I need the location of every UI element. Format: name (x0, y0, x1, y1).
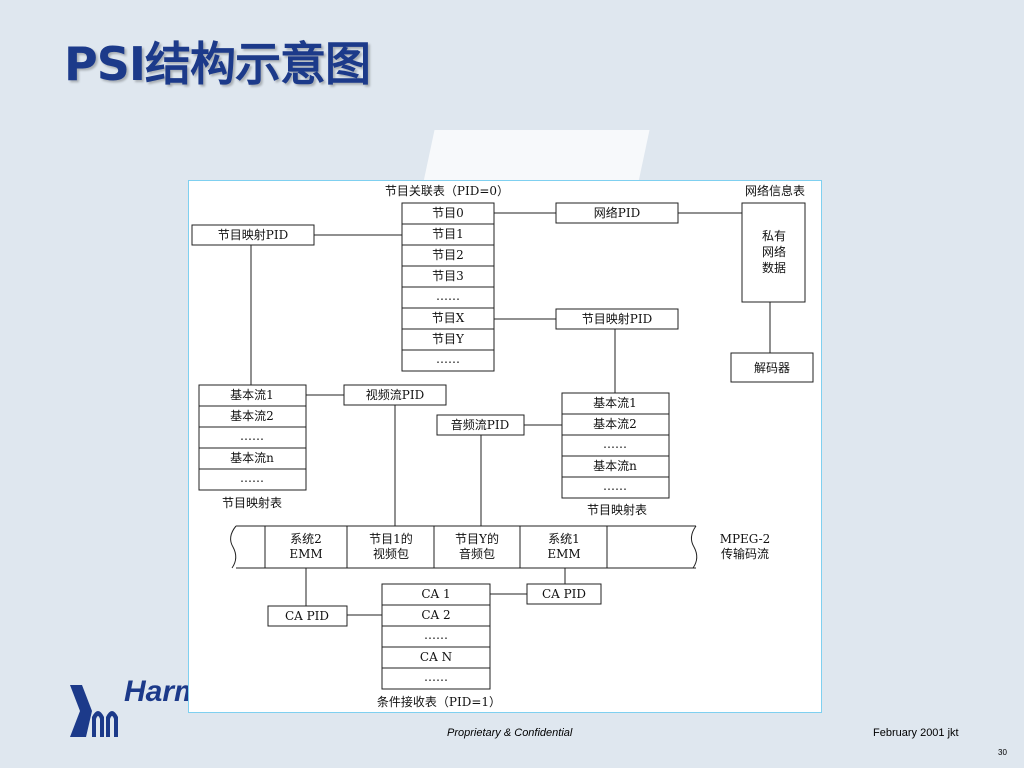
footer-confidential: Proprietary & Confidential (447, 727, 573, 739)
psi-diagram: 节目关联表（PID=0） 网络信息表 节目0 节目1 节目2 节目3 …… 节目… (188, 180, 822, 713)
ts-cell-line1: 系统2 (290, 532, 322, 546)
pat-row: 节目X (432, 311, 465, 325)
ts-cell-line2: EMM (547, 547, 580, 561)
pmt-right-table (561, 392, 670, 499)
nit-caption: 网络信息表 (745, 183, 805, 198)
ca-pid-left-box (267, 605, 348, 627)
pmt-right-row: 基本流2 (593, 417, 637, 431)
cat-row: …… (424, 670, 448, 684)
ts-cell-line2: 视频包 (373, 546, 409, 561)
ts-cell-line1: 节目1的 (369, 531, 413, 546)
network-pid-label: 网络PID (594, 205, 640, 220)
decoder-box (730, 352, 814, 383)
logo-wordmark: Harman (124, 675, 188, 708)
pmt-left-row: 基本流1 (230, 388, 274, 402)
pmt-pid-left-box (191, 224, 315, 246)
pat-row: 节目2 (432, 248, 464, 262)
page-number: 30 (998, 748, 1007, 757)
network-pid-box (555, 202, 679, 224)
ts-caption-line: MPEG-2 (720, 532, 771, 546)
cat-table (381, 583, 491, 690)
ts-caption-line: 传输码流 (721, 546, 769, 561)
pmt-pid-left-label: 节目映射PID (218, 227, 288, 242)
cat-caption: 条件接收表（PID=1） (377, 694, 501, 709)
pat-row: …… (436, 289, 460, 303)
pmt-right-row: 基本流n (593, 459, 637, 473)
ts-cell-line1: 系统1 (548, 532, 580, 546)
pmt-right-row: …… (603, 479, 627, 493)
pat-row: …… (436, 352, 460, 366)
pmt-left-row: …… (240, 471, 264, 485)
pmt-left-row: 基本流2 (230, 409, 274, 423)
ts-right-cut (690, 525, 698, 569)
pmt-right-caption: 节目映射表 (587, 502, 647, 517)
harman-logo-icon (70, 685, 118, 737)
slide-title: PSI结构示意图 (64, 37, 371, 91)
audio-pid-box (436, 414, 525, 436)
ca-pid-right-label: CA PID (542, 587, 586, 601)
ca-pid-right-box (526, 583, 602, 605)
transport-stream-band (236, 525, 696, 569)
cat-row: CA N (420, 650, 452, 664)
ts-cell-line1: 节目Y的 (455, 531, 499, 546)
pat-row: 节目Y (432, 332, 465, 346)
pmt-right-row: …… (603, 437, 627, 451)
private-data-line: 私有 (762, 229, 786, 243)
cat-row: CA 2 (421, 608, 450, 622)
pmt-pid-right-box (555, 308, 679, 330)
pmt-pid-right-label: 节目映射PID (582, 311, 652, 326)
pat-caption: 节目关联表（PID=0） (385, 184, 509, 198)
pmt-left-caption: 节目映射表 (222, 495, 282, 510)
audio-pid-label: 音频流PID (451, 417, 509, 432)
cat-row: CA 1 (421, 587, 450, 601)
video-pid-label: 视频流PID (366, 387, 424, 402)
pat-row: 节目1 (432, 227, 464, 241)
decoder-label: 解码器 (754, 361, 790, 375)
footer-date: February 2001 jkt (873, 727, 959, 739)
cat-row: …… (424, 628, 448, 642)
pmt-left-table (198, 384, 307, 491)
psi-diagram-svg: 节目关联表（PID=0） 网络信息表 节目0 节目1 节目2 节目3 …… 节目… (191, 183, 814, 709)
private-data-line: 数据 (762, 260, 786, 275)
pat-row: 节目3 (432, 269, 464, 283)
private-network-data-box (741, 202, 806, 303)
ts-cell-line2: 音频包 (459, 546, 495, 561)
pmt-left-row: …… (240, 429, 264, 443)
video-pid-box (343, 384, 447, 406)
ts-cell-line2: EMM (289, 547, 322, 561)
ts-left-cut (230, 525, 237, 569)
private-data-line: 网络 (762, 244, 786, 259)
pmt-left-row: 基本流n (230, 451, 274, 465)
pat-row: 节目0 (432, 206, 464, 220)
pmt-right-row: 基本流1 (593, 396, 637, 410)
ca-pid-left-label: CA PID (285, 609, 329, 623)
